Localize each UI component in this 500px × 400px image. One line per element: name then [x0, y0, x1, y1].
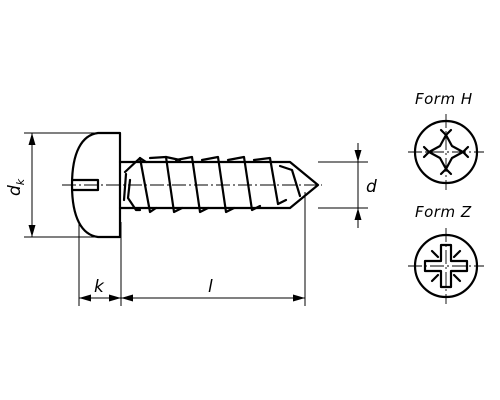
pozidriv-cross-recess-icon	[408, 228, 484, 304]
form-h-title: Form H	[415, 90, 473, 108]
dimension-label-k: k	[94, 277, 105, 297]
dimension-label-l: l	[208, 277, 213, 297]
dimension-label-dk: dk	[5, 178, 27, 196]
dimension-label-d: d	[366, 177, 377, 197]
dimension-dk	[24, 132, 98, 238]
form-z-title: Form Z	[415, 203, 472, 221]
dimension-d	[318, 143, 368, 228]
screw-thread	[122, 155, 302, 214]
phillips-cross-recess-icon	[408, 114, 484, 190]
screw-side-view	[62, 131, 322, 239]
dimension-k-l	[78, 192, 306, 306]
